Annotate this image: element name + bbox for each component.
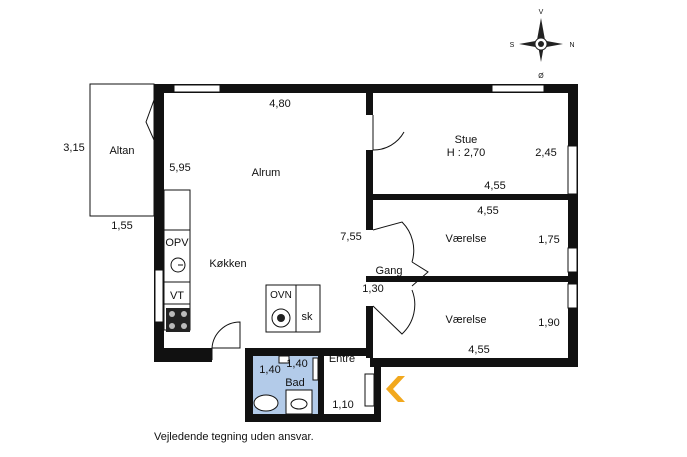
dim-altan-width: 1,55 [111,220,132,232]
room-vaerelse-2: Værelse [446,314,487,326]
room-gang: Gang [376,265,403,277]
washbasin-icon [290,398,308,410]
room-altan: Altan [109,145,134,157]
oven-icon [271,308,291,328]
room-stue-height: H : 2,70 [447,147,486,159]
compass-s: S [510,42,515,49]
compass-rose-icon: V S N Ø [510,9,575,80]
dim-altan-depth: 3,15 [63,142,84,154]
bathroom-fixtures [253,355,319,415]
sink-icon [170,257,186,273]
dim-gang-width: 1,30 [362,283,383,295]
label-sk: sk [302,311,314,323]
entrance-arrow-icon [386,376,405,402]
dim-bad-depth: 1,40 [259,364,280,376]
label-opv: OPV [165,237,189,249]
room-entre: Entré [329,353,355,365]
dim-alrum-width: 4,80 [269,98,290,110]
outer-walls [154,84,578,422]
room-stue: Stue [455,134,478,146]
dim-vaerelse2-width: 4,55 [468,344,489,356]
dim-vaerelse2-depth: 1,90 [538,317,559,329]
windows [154,84,578,323]
doors [211,115,429,407]
oven-cabinet [265,284,321,333]
dim-entre-width: 1,10 [332,399,353,411]
stove-icon [166,308,190,332]
disclaimer: Vejledende tegning uden ansvar. [154,431,314,443]
dim-vaerelse1-width: 4,55 [477,205,498,217]
dim-stue-depth: 2,45 [535,147,556,159]
dim-hall-length: 7,55 [340,231,361,243]
dim-kitchen-length: 5,95 [169,162,190,174]
kitchen-counter [163,189,191,332]
dim-bad-width: 1,40 [286,358,307,370]
room-vaerelse-1: Værelse [446,233,487,245]
compass-v: V [539,9,544,16]
balcony-door [145,99,155,141]
room-kokken: Køkken [209,258,246,270]
label-ovn: OVN [270,290,292,301]
room-alrum: Alrum [252,167,281,179]
toilet-icon [253,394,279,412]
compass-o: Ø [538,73,544,80]
compass-n: N [569,42,574,49]
dim-stue-width: 4,55 [484,180,505,192]
label-vt: VT [170,290,184,302]
dim-vaerelse1-depth: 1,75 [538,234,559,246]
room-bad: Bad [285,377,305,389]
interior-walls [318,93,568,414]
